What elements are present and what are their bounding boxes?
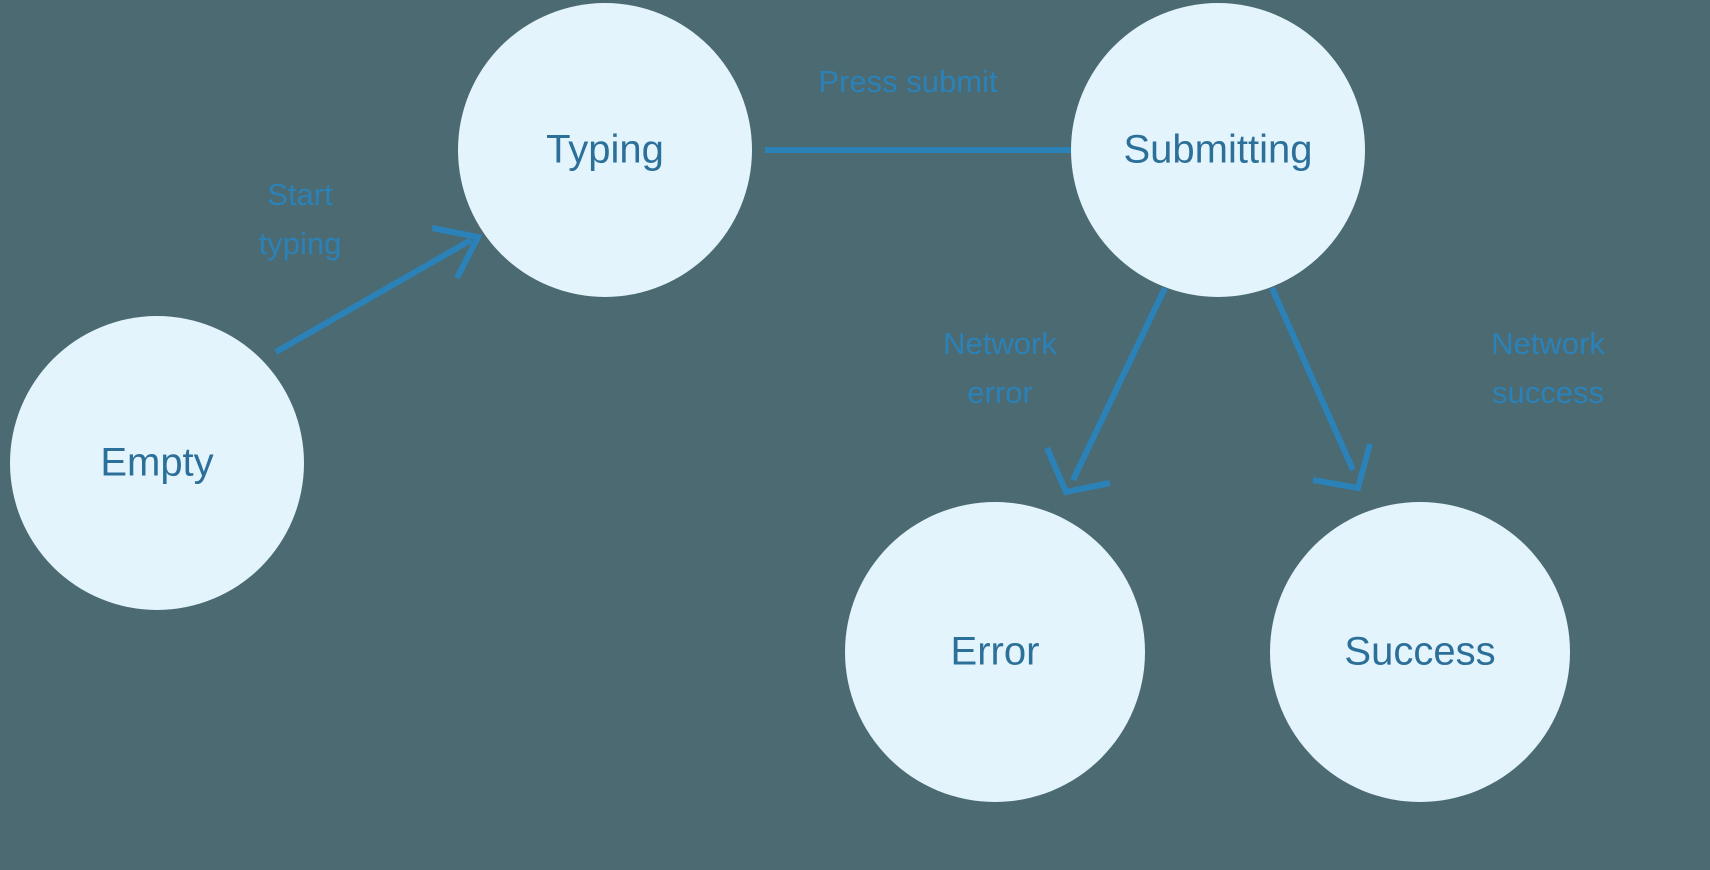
edge-empty-to-typing [274,225,483,355]
edge-submitting-to-error [1044,286,1168,496]
state-node-submitting[interactable]: Submitting [1071,3,1365,297]
state-node-empty-label: Empty [100,441,213,485]
state-node-empty-circle[interactable] [10,316,304,610]
state-node-error[interactable]: Error [845,502,1145,802]
state-node-submitting-circle[interactable] [1071,3,1365,297]
state-node-typing-circle[interactable] [458,3,752,297]
edge-label-start-typing-line2: typing [259,226,342,261]
edge-submitting-to-error-arrowhead [1044,446,1111,496]
state-node-typing[interactable]: Typing [458,3,752,297]
state-node-success-label: Success [1344,630,1495,674]
edge-empty-to-typing-arrowhead [431,225,483,280]
state-node-typing-label: Typing [546,128,664,172]
edge-submitting-to-success-line [1269,286,1356,472]
edge-submitting-to-success-arrowhead [1312,443,1373,492]
state-node-error-label: Error [951,630,1040,674]
state-node-success-circle[interactable] [1270,502,1570,802]
state-node-submitting-label: Submitting [1124,128,1313,172]
edge-label-network-success-line2: success [1492,375,1604,410]
edge-empty-to-typing-line [274,237,473,355]
edge-label-network-success-line1: Network [1491,326,1605,361]
edge-label-start-typing-line1: Start [267,177,333,212]
state-node-empty[interactable]: Empty [10,316,304,610]
state-node-error-circle[interactable] [845,502,1145,802]
state-node-success[interactable]: Success [1270,502,1570,802]
edge-submitting-to-error-line [1070,286,1168,482]
edge-submitting-to-success [1269,286,1373,492]
edge-label-network-error-line2: error [967,375,1032,410]
edge-label-press-submit: Press submit [818,64,998,99]
edge-label-network-error-line1: Network [943,326,1057,361]
